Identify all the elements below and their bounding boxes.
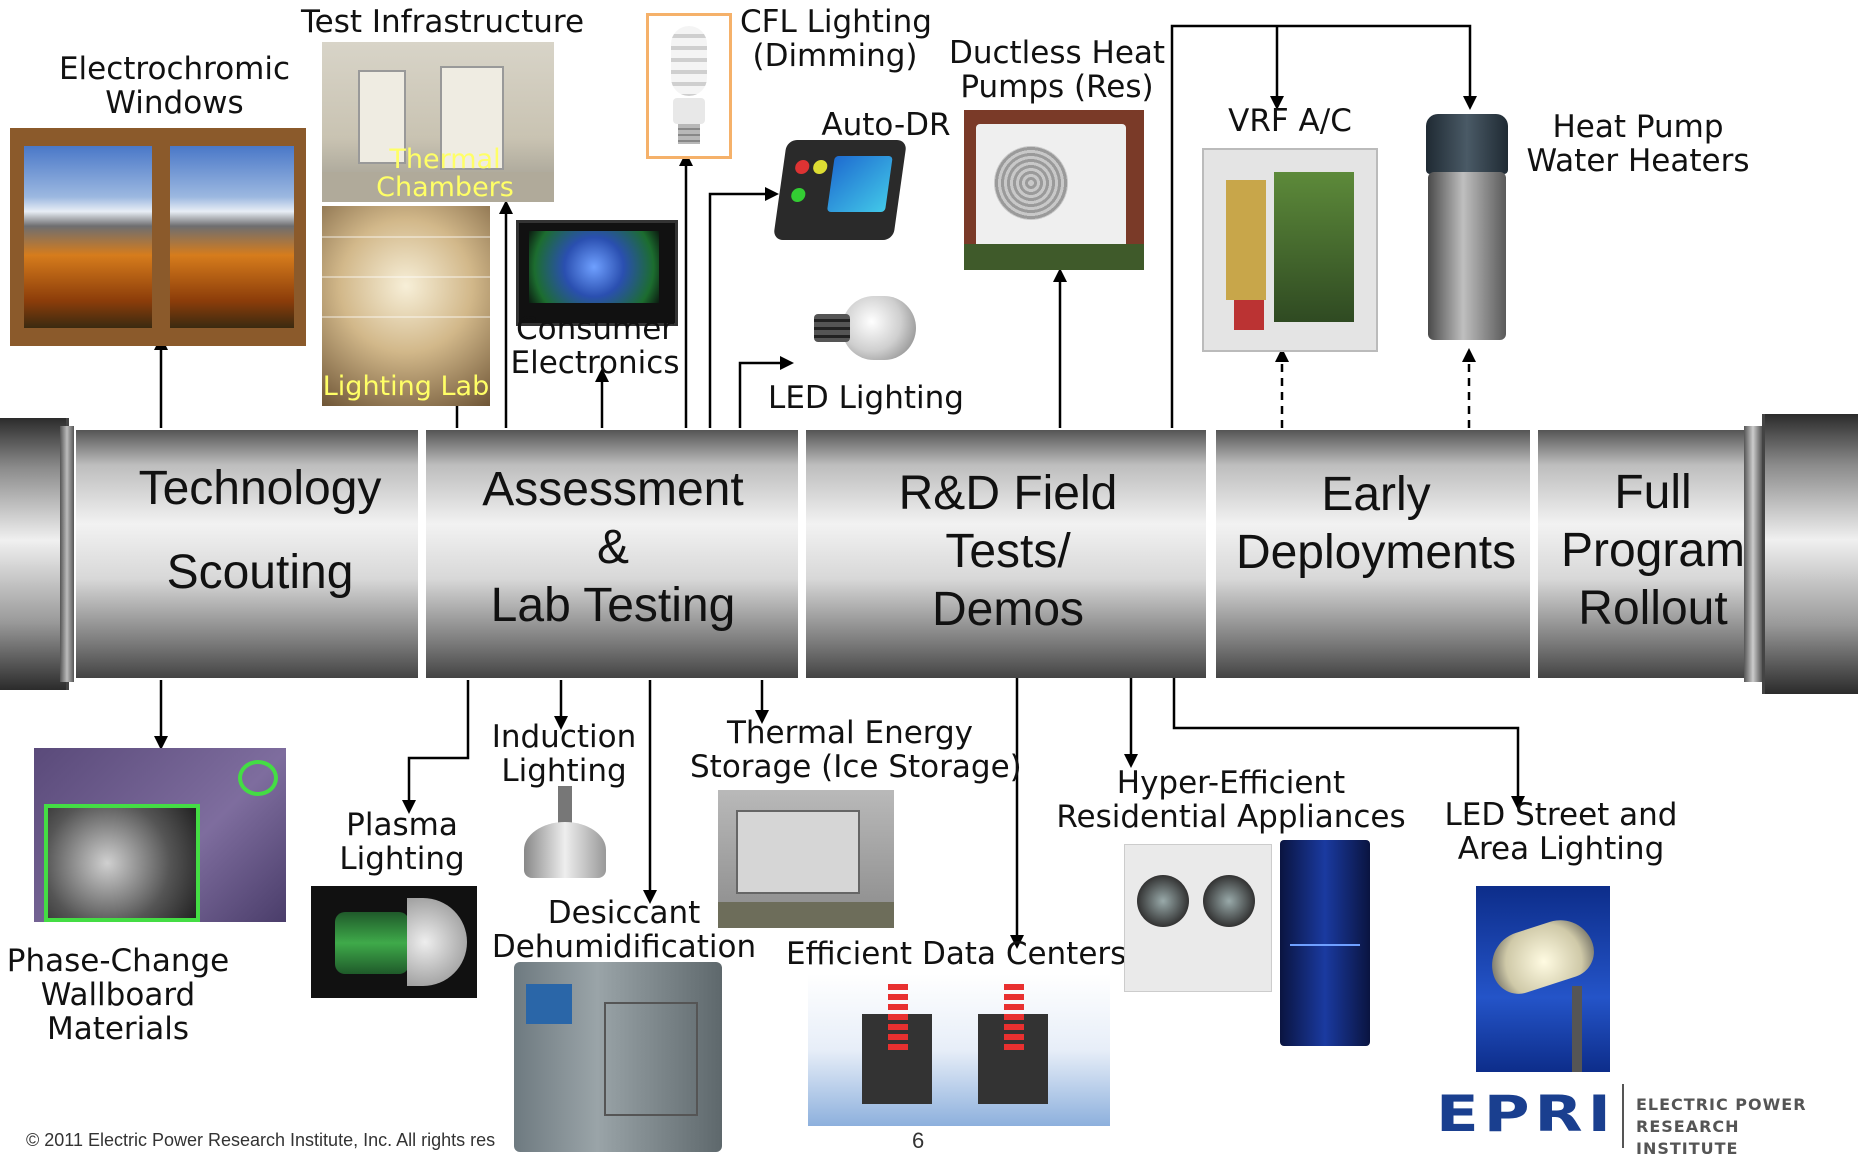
copyright-text: © 2011 Electric Power Research Institute… — [26, 1130, 496, 1150]
stage-pipeline — [0, 414, 1858, 694]
thermal-storage-image — [718, 790, 894, 928]
refrigerator-image — [1280, 840, 1370, 1046]
label-lighting-lab: Lighting Lab — [322, 371, 490, 402]
thermal-chambers-image — [322, 42, 554, 202]
stage-early-deployments: Early Deployments — [1235, 468, 1517, 579]
led-lighting-image — [810, 286, 920, 372]
pipe-right-cap — [1762, 414, 1858, 694]
lighting-lab-image — [322, 206, 490, 406]
consumer-electronics-image — [516, 220, 678, 326]
epri-logo-mark: EPRI — [1436, 1085, 1616, 1143]
heat-pump-water-heater-image — [1422, 114, 1512, 344]
electrochromic-windows-image — [10, 128, 306, 346]
desiccant-unit-image — [514, 962, 722, 1152]
phase-change-image — [34, 748, 286, 922]
pipe-segment-2 — [426, 430, 798, 678]
label-led-lighting: LED Lighting — [768, 380, 964, 416]
led-street-light-image — [1476, 886, 1610, 1072]
induction-lighting-image — [520, 786, 610, 886]
cfl-lighting-image — [646, 13, 732, 159]
pipe-left-cap — [0, 418, 69, 690]
page-number: 6 — [912, 1128, 925, 1153]
label-test-infrastructure: Test Infrastructure — [300, 4, 585, 40]
label-efficient-data-centers: Efficient Data Centers — [786, 936, 1127, 972]
appliances-image — [1124, 844, 1272, 992]
label-auto-dr: Auto-DR — [821, 107, 951, 143]
pipe-segment-5 — [1538, 430, 1744, 678]
stage-technology-scouting: Technology Scouting — [138, 462, 382, 599]
stage-rd-field-tests: R&D Field Tests/ Demos — [898, 467, 1118, 636]
pipe-segment-1 — [76, 430, 418, 678]
vrf-ac-image — [1202, 148, 1378, 352]
data-center-image — [808, 974, 1110, 1126]
stage-assessment-lab-testing: Assessment & Lab Testing — [482, 463, 744, 632]
pipe-segment-3 — [806, 430, 1206, 678]
ductless-heat-pump-image — [964, 110, 1144, 270]
label-vrf-ac: VRF A/C — [1228, 103, 1352, 139]
stage-full-program-rollout: Full Program Rollout — [1560, 466, 1746, 635]
auto-dr-device-image — [772, 140, 908, 240]
pipe-segment-4 — [1216, 430, 1530, 678]
label-cfl-lighting: CFL Lighting(Dimming) — [740, 4, 932, 74]
plasma-lighting-image — [311, 886, 477, 998]
